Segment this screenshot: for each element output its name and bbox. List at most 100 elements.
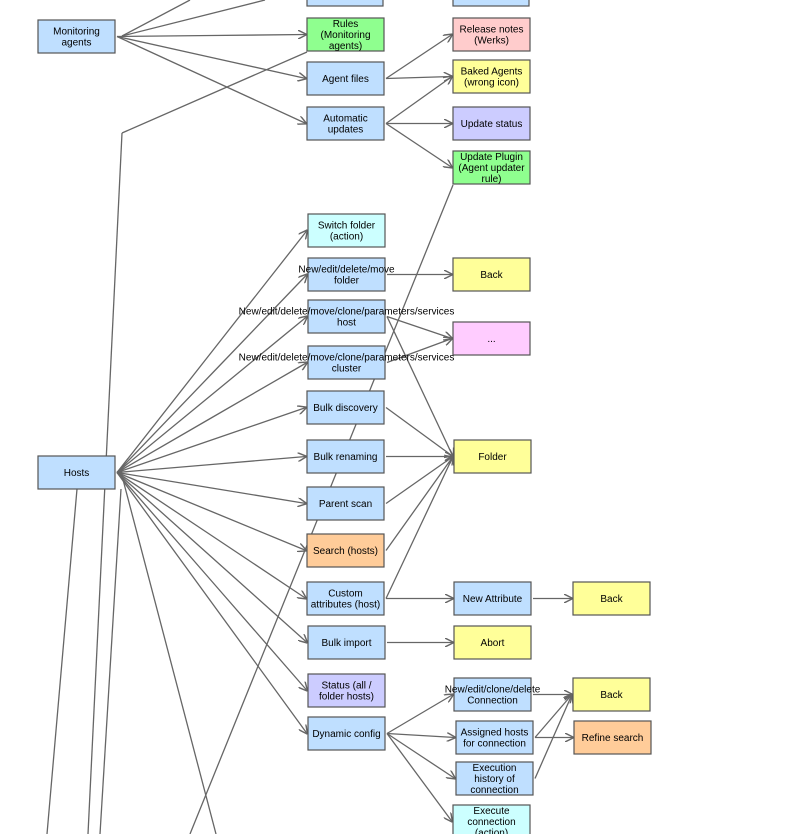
- edge-monitoring-agents-to-rules-monitoring-agents: [116, 35, 306, 37]
- edges-layer: [116, 35, 573, 822]
- node-label-bulk-import-0: Bulk import: [321, 638, 371, 649]
- node-box-release-notes: [452, 17, 531, 52]
- node-box-edit-cluster: [307, 345, 386, 380]
- node-new-attribute[interactable]: New Attribute: [453, 581, 532, 616]
- node-label-parent-scan-0: Parent scan: [319, 499, 372, 510]
- background-edges: [46, 0, 454, 834]
- node-refine-search[interactable]: Refine search: [573, 720, 652, 755]
- node-bulk-discovery[interactable]: Bulk discovery: [306, 390, 385, 425]
- edge-hosts-to-bulk-renaming: [116, 457, 306, 474]
- node-box-edit-host: [307, 299, 386, 334]
- node-label-back-connection-0: Back: [600, 690, 623, 701]
- node-box-back-folder: [452, 257, 531, 292]
- node-label-assigned-hosts-1: for connection: [463, 739, 526, 750]
- node-label-custom-attributes-0: Custom: [328, 589, 362, 600]
- node-label-switch-folder-1: (action): [330, 232, 363, 243]
- node-label-rules-monitoring-agents-0: Rules: [333, 19, 359, 30]
- node-hosts[interactable]: Hosts: [37, 455, 116, 490]
- edge-hosts-to-custom-attributes: [116, 471, 306, 599]
- node-search-hosts[interactable]: Search (hosts): [306, 533, 385, 568]
- edge-hosts-to-edit-host: [116, 317, 307, 474]
- edge-monitoring-agents-to-automatic-updates: [116, 35, 306, 124]
- node-label-monitoring-agents-0: Monitoring: [53, 27, 100, 38]
- background-edge-6: [120, 471, 217, 834]
- node-bulk-import[interactable]: Bulk import: [307, 625, 386, 660]
- edge-dynamic-config-to-edit-connection: [386, 695, 453, 735]
- node-box-assigned-hosts: [455, 720, 534, 755]
- node-label-update-plugin-1: (Agent updater: [458, 163, 525, 174]
- node-top-left-stub[interactable]: [306, 0, 384, 7]
- node-label-back-folder-0: Back: [480, 270, 503, 281]
- node-box-edit-connection: [453, 677, 532, 712]
- node-edit-host[interactable]: New/edit/delete/move/clone/parameters/se…: [239, 299, 455, 334]
- node-label-abort-0: Abort: [481, 638, 505, 649]
- background-edge-4: [46, 488, 78, 834]
- edge-automatic-updates-to-baked-agents: [385, 77, 452, 125]
- node-box-hosts: [37, 455, 116, 490]
- node-label-automatic-updates-0: Automatic: [323, 114, 367, 125]
- node-label-agent-files-0: Agent files: [322, 74, 369, 85]
- edge-parent-scan-to-folder: [385, 457, 453, 505]
- node-folder[interactable]: Folder: [453, 439, 532, 474]
- node-edit-cluster[interactable]: New/edit/delete/move/clone/parameters/se…: [239, 345, 455, 380]
- node-box-top-left-stub: [306, 0, 384, 7]
- edge-execution-history-to-back-connection: [534, 695, 572, 779]
- node-status-hosts[interactable]: Status (all /folder hosts): [307, 673, 386, 708]
- node-label-hosts-0: Hosts: [64, 468, 90, 479]
- node-baked-agents[interactable]: Baked Agents(wrong icon): [452, 59, 531, 94]
- node-label-monitoring-agents-1: agents: [61, 38, 91, 49]
- node-parent-scan[interactable]: Parent scan: [306, 486, 385, 521]
- node-back-connection[interactable]: Back: [572, 677, 651, 712]
- node-box-parent-scan: [306, 486, 385, 521]
- node-box-new-attribute: [453, 581, 532, 616]
- edge-search-hosts-to-folder: [385, 457, 453, 551]
- node-dynamic-config[interactable]: Dynamic config: [307, 716, 386, 751]
- node-label-ellipsis-0: ...: [487, 334, 495, 345]
- node-abort[interactable]: Abort: [453, 625, 532, 660]
- node-box-folder: [453, 439, 532, 474]
- node-back-attribute[interactable]: Back: [572, 581, 651, 616]
- node-label-edit-cluster-0: New/edit/delete/move/clone/parameters/se…: [239, 353, 455, 364]
- node-update-status[interactable]: Update status: [452, 106, 531, 141]
- node-label-back-attribute-0: Back: [600, 594, 623, 605]
- edge-hosts-to-dynamic-config: [116, 472, 307, 734]
- node-ellipsis[interactable]: ...: [452, 321, 531, 356]
- node-agent-files[interactable]: Agent files: [306, 61, 385, 96]
- node-label-execute-connection-1: connection: [467, 817, 515, 828]
- node-switch-folder[interactable]: Switch folder(action): [307, 213, 386, 248]
- node-label-execute-connection-0: Execute: [473, 806, 510, 817]
- node-label-baked-agents-0: Baked Agents: [461, 67, 523, 78]
- edge-hosts-to-parent-scan: [116, 471, 306, 504]
- node-label-release-notes-0: Release notes: [460, 25, 524, 36]
- node-box-update-status: [452, 106, 531, 141]
- background-edge-5: [99, 488, 122, 834]
- background-edge-1: [121, 0, 266, 37]
- node-label-edit-host-0: New/edit/delete/move/clone/parameters/se…: [239, 307, 455, 318]
- node-label-edit-folder-1: folder: [334, 276, 360, 287]
- edge-edit-host-to-ellipsis: [386, 315, 452, 339]
- node-box-bulk-discovery: [306, 390, 385, 425]
- edge-hosts-to-bulk-import: [116, 472, 307, 643]
- node-label-folder-0: Folder: [478, 452, 507, 463]
- node-box-execute-connection: [452, 804, 531, 834]
- node-top-right-stub[interactable]: [452, 0, 530, 7]
- node-label-search-hosts-0: Search (hosts): [313, 546, 378, 557]
- node-bulk-renaming[interactable]: Bulk renaming: [306, 439, 385, 474]
- edge-hosts-to-edit-cluster: [116, 363, 307, 474]
- node-back-folder[interactable]: Back: [452, 257, 531, 292]
- node-label-baked-agents-1: (wrong icon): [464, 78, 519, 89]
- node-label-execution-history-1: history of: [474, 774, 515, 785]
- node-release-notes[interactable]: Release notes(Werks): [452, 17, 531, 52]
- edge-bulk-discovery-to-folder: [385, 406, 453, 457]
